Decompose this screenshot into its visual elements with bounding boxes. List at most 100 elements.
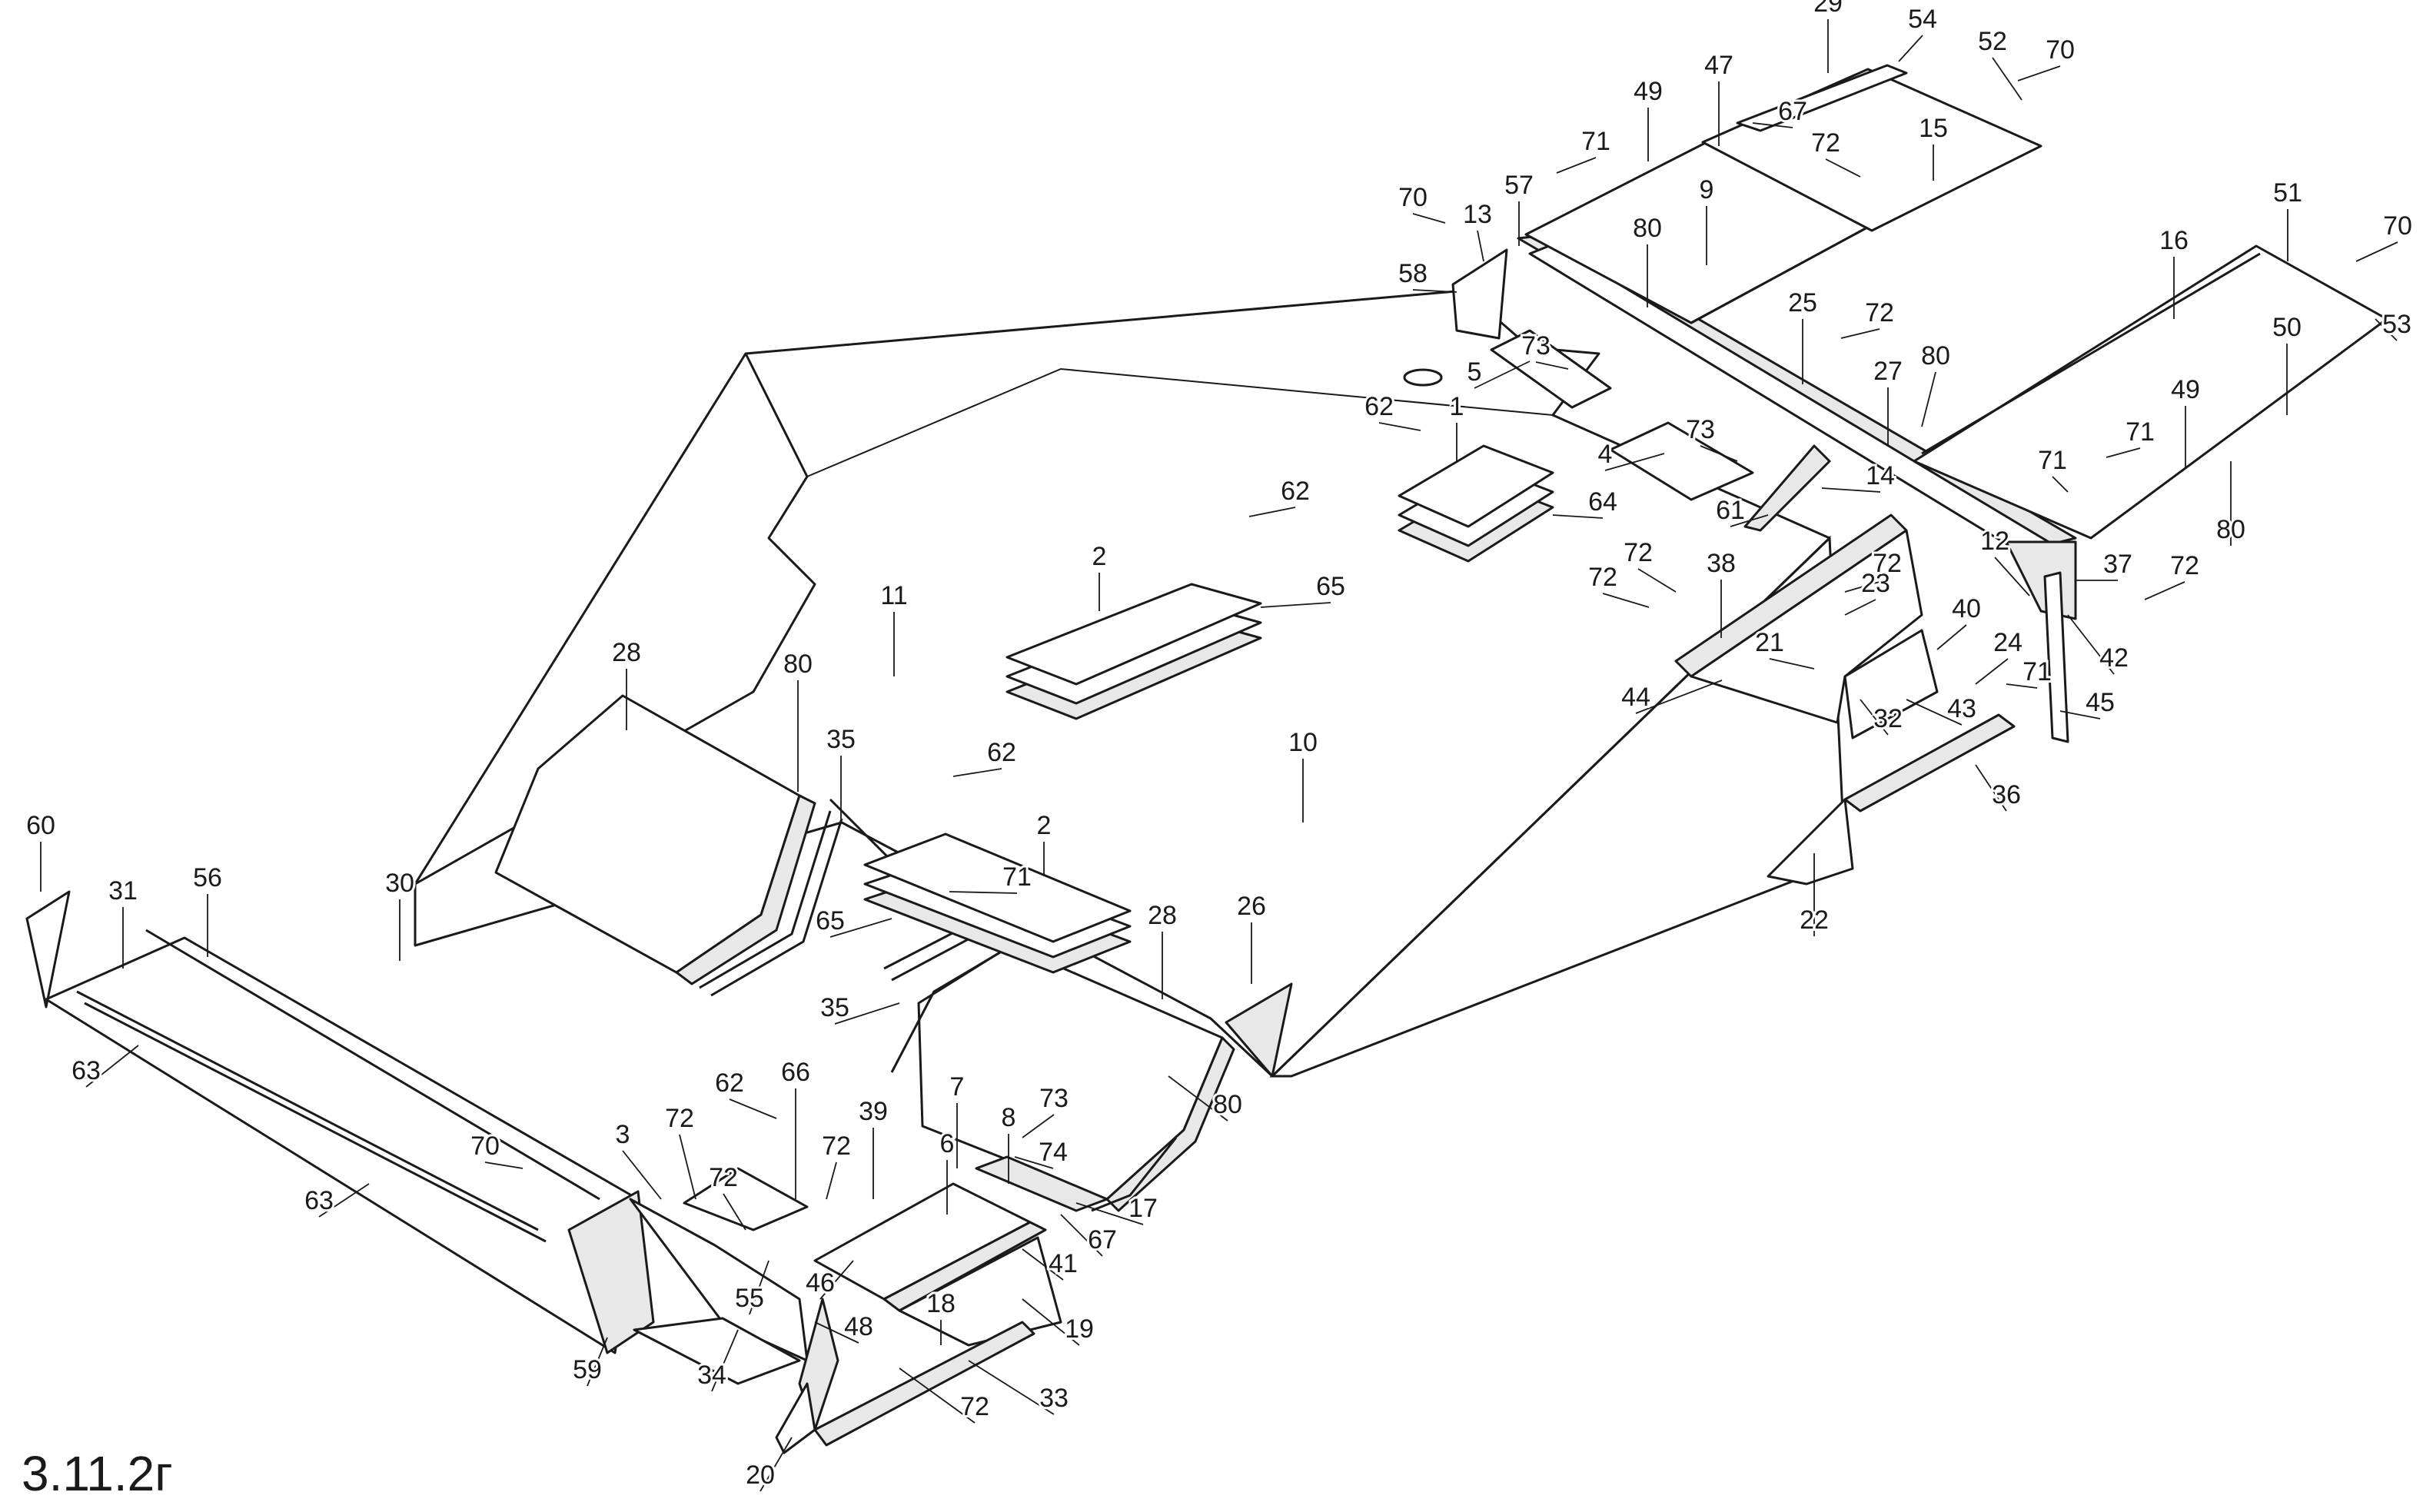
leader-line-c80b	[1921, 371, 1936, 427]
callout-c58: 58	[1398, 259, 1428, 288]
leader-line-c72a	[1825, 158, 1861, 178]
callout-c2a: 2	[1092, 542, 1107, 571]
callout-c67b: 67	[1088, 1225, 1117, 1254]
leader-line-c80e	[1168, 1075, 1228, 1122]
callout-c23: 23	[1861, 569, 1890, 598]
callout-c50: 50	[2272, 313, 2302, 342]
plate-4	[1609, 421, 1754, 501]
callout-c62b: 62	[1281, 477, 1310, 506]
strip-14-61	[1743, 444, 1831, 532]
callout-c71e: 71	[2023, 657, 2052, 686]
callout-c30: 30	[385, 869, 414, 898]
callout-c31: 31	[108, 876, 138, 906]
callout-c9: 9	[1700, 175, 1714, 204]
callout-c21: 21	[1755, 628, 1784, 657]
leader-line-c72h	[723, 1193, 746, 1231]
callout-c71c: 71	[2038, 446, 2067, 475]
callout-c37: 37	[2103, 550, 2132, 579]
callout-c15: 15	[1919, 114, 1948, 143]
leader-line-c72j	[899, 1367, 976, 1424]
leader-line-c72f	[2144, 581, 2185, 600]
callout-c51: 51	[2273, 178, 2302, 208]
leader-line-c43	[1906, 699, 1963, 726]
callout-c25: 25	[1788, 288, 1817, 317]
callout-c59: 59	[573, 1355, 602, 1384]
callout-c1: 1	[1450, 392, 1464, 421]
callout-c13: 13	[1463, 200, 1492, 229]
callout-numbers: 1223456789101112131415161718192021222324…	[24, 0, 2415, 1492]
callout-c53: 53	[2382, 310, 2411, 339]
callout-c26: 26	[1237, 892, 1266, 921]
callout-c54: 54	[1908, 5, 1937, 34]
callout-c80c: 80	[2216, 515, 2245, 544]
callout-c42: 42	[2099, 643, 2129, 673]
callout-c4: 4	[1598, 440, 1613, 469]
callout-c62d: 62	[715, 1068, 744, 1098]
callout-c38: 38	[1707, 549, 1736, 578]
leader-line-c53	[2375, 318, 2398, 341]
callout-c39: 39	[859, 1097, 888, 1126]
callout-c71a: 71	[1581, 127, 1610, 156]
leader-line-c55	[749, 1260, 769, 1315]
leader-line-c32	[1860, 699, 1889, 736]
callout-c45: 45	[2086, 688, 2115, 717]
callout-c71b: 71	[1002, 862, 1032, 892]
leader-line-c35b	[834, 1002, 900, 1025]
callout-c55: 55	[735, 1284, 764, 1313]
callout-c56: 56	[193, 863, 222, 892]
callout-c72g: 72	[665, 1104, 694, 1133]
callout-c61: 61	[1716, 496, 1745, 525]
leader-line-c73a	[1535, 361, 1569, 370]
callout-c33: 33	[1039, 1384, 1069, 1413]
callout-c19: 19	[1065, 1314, 1094, 1344]
callout-c34: 34	[697, 1361, 726, 1390]
callout-c28a: 28	[612, 638, 641, 667]
leader-line-c12	[1994, 557, 2030, 596]
callout-c43: 43	[1947, 694, 1976, 723]
leader-line-c23	[1844, 599, 1876, 616]
callout-c8: 8	[1002, 1103, 1016, 1132]
callout-c66: 66	[781, 1058, 810, 1087]
leader-line-c63a	[85, 1045, 139, 1088]
leader-line-c36	[1975, 764, 2007, 812]
leader-line-c72e	[1844, 579, 1888, 593]
leader-line-c41	[1022, 1248, 1064, 1281]
callout-c80a: 80	[1633, 214, 1662, 243]
leader-line-c65a	[1260, 602, 1331, 608]
callout-c74: 74	[1039, 1138, 1068, 1167]
callout-c14: 14	[1866, 461, 1895, 490]
floor-15	[1701, 64, 2042, 232]
callout-c5: 5	[1467, 357, 1482, 387]
right-side-panels	[1674, 513, 2069, 886]
leader-line-c71b	[949, 891, 1018, 894]
leader-line-c67b	[1060, 1214, 1103, 1257]
leader-line-c72b	[1840, 328, 1880, 339]
callout-c47: 47	[1704, 51, 1733, 80]
leader-line-c40	[1936, 624, 1967, 650]
callout-c64: 64	[1588, 487, 1617, 517]
callout-c80d: 80	[783, 650, 813, 679]
leader-line-c19	[1022, 1298, 1080, 1346]
callout-c7: 7	[950, 1072, 965, 1102]
callout-c22: 22	[1800, 906, 1829, 935]
oval-hole	[1403, 368, 1443, 387]
leader-line-c67a	[1752, 122, 1793, 128]
leader-line-c59	[587, 1337, 608, 1387]
callout-c41: 41	[1049, 1249, 1078, 1278]
callout-c6: 6	[940, 1129, 955, 1158]
callout-c48: 48	[844, 1312, 873, 1341]
leader-line-c71d	[2106, 447, 2141, 458]
bracket-12-37	[2005, 540, 2077, 620]
callout-c24: 24	[1993, 628, 2023, 657]
leader-line-c5	[1474, 361, 1531, 389]
callout-c3: 3	[616, 1120, 630, 1149]
callout-c49a: 49	[1634, 77, 1663, 106]
callout-c28b: 28	[1148, 901, 1177, 930]
left-lower-assembly	[683, 1155, 1108, 1454]
leader-line-c74	[1014, 1156, 1054, 1169]
callout-c35a: 35	[826, 725, 856, 754]
callout-c12: 12	[1980, 527, 2009, 556]
callout-c52: 52	[1978, 27, 2007, 56]
bracket-13-58	[1451, 248, 1508, 340]
